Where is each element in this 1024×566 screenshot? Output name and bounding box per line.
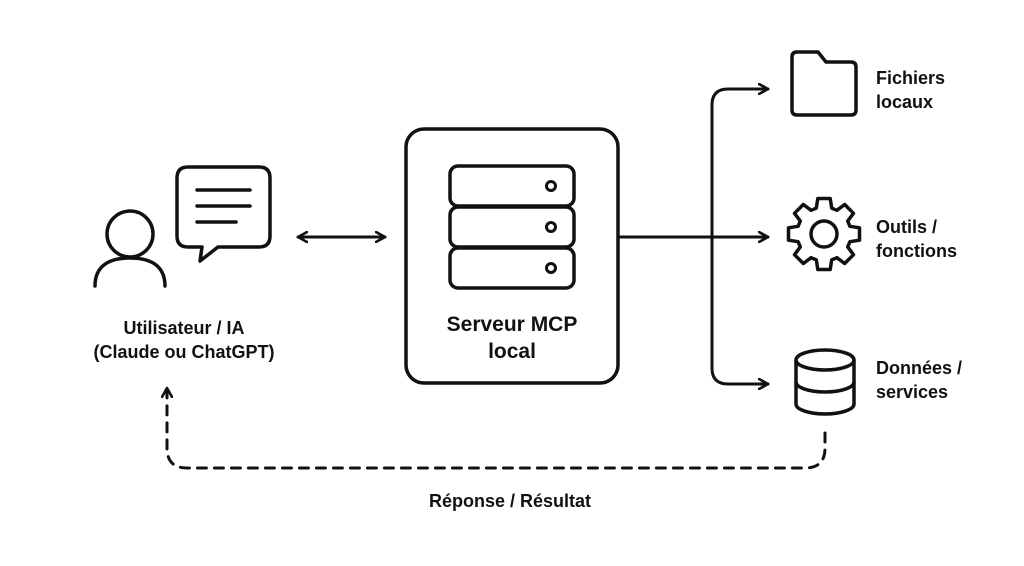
data-label-line2: services: [876, 382, 949, 402]
user-label-line2: (Claude ou ChatGPT): [93, 342, 275, 362]
branch-connector: [618, 89, 770, 384]
tools-label-line2: fonctions: [876, 241, 957, 261]
user-icon: [93, 209, 167, 288]
tools-label-line1: Outils /: [876, 217, 938, 237]
data-label: Données / services: [876, 356, 962, 404]
data-label-line1: Données /: [876, 358, 963, 378]
files-label: Fichiers locaux: [876, 66, 945, 114]
response-arrow: [167, 386, 827, 470]
folder-icon: [790, 50, 858, 117]
user-label: Utilisateur / IA (Claude ou ChatGPT): [54, 316, 314, 364]
files-label-line2: locaux: [876, 92, 934, 112]
server-icon: [448, 164, 576, 290]
database-icon: [794, 348, 856, 416]
server-label-line1: Serveur MCP: [446, 313, 578, 336]
server-label-line2: local: [488, 340, 536, 363]
gear-icon: [786, 196, 862, 272]
chat-bubble-icon: [175, 165, 272, 263]
server-box: [404, 127, 620, 385]
user-label-line1: Utilisateur / IA: [123, 318, 245, 338]
response-label: Réponse / Résultat: [428, 491, 592, 511]
server-label: Serveur MCP local: [408, 311, 616, 365]
files-label-line1: Fichiers: [876, 68, 946, 88]
tools-label: Outils / fonctions: [876, 215, 957, 263]
